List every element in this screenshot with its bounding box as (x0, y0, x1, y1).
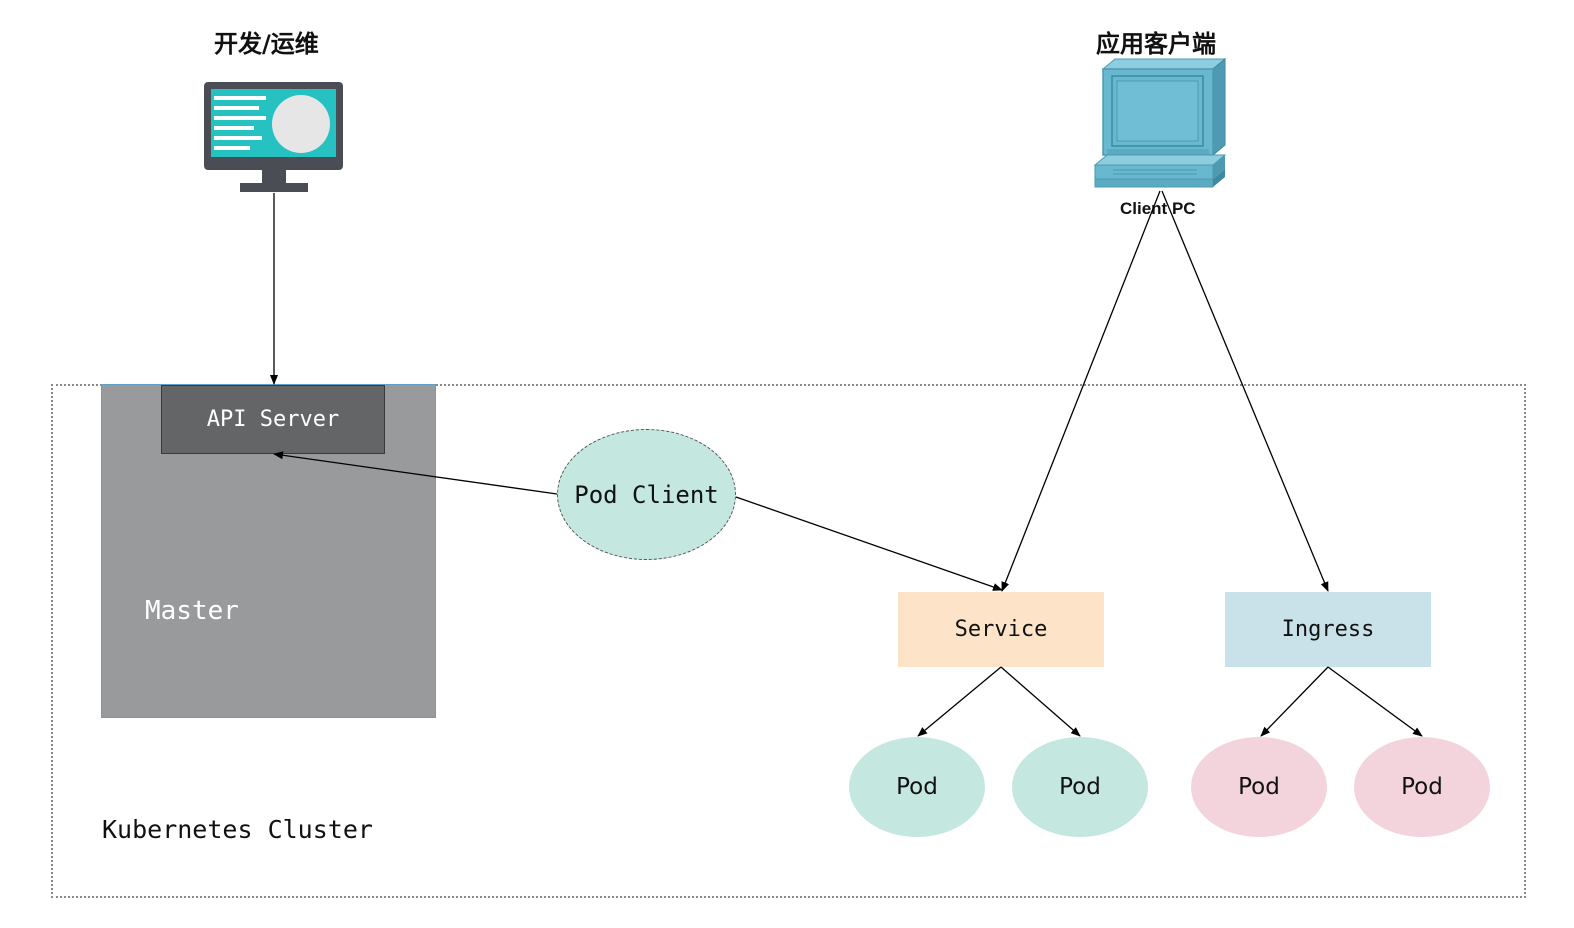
monitor-icon[interactable] (203, 81, 345, 193)
pod-client-node[interactable]: Pod Client (557, 429, 736, 560)
edge-clientpc-to-ingress (1161, 190, 1329, 592)
pod-ingress-1[interactable]: Pod (1191, 737, 1327, 837)
pod-label: Pod (1401, 774, 1443, 800)
dev-ops-title: 开发/运维 (214, 30, 319, 58)
pod-service-1[interactable]: Pod (849, 737, 985, 837)
edge-podclient-to-api-server (273, 451, 558, 495)
app-client-title: 应用客户端 (1096, 30, 1216, 58)
service-box[interactable]: Service (898, 592, 1104, 667)
edge-clientpc-to-service (1001, 190, 1161, 592)
pod-service-2[interactable]: Pod (1012, 737, 1148, 837)
edge-ingress-to-pod-1 (1260, 666, 1329, 737)
cluster-boundary (51, 384, 1526, 898)
pod-ingress-2[interactable]: Pod (1354, 737, 1490, 837)
pod-label: Pod (1059, 774, 1101, 800)
ingress-label: Ingress (1281, 617, 1375, 642)
edge-service-to-pod-1 (917, 666, 1002, 737)
client-pc-label: Client PC (1120, 199, 1196, 218)
ingress-box[interactable]: Ingress (1225, 592, 1431, 667)
master-label: Master (145, 596, 239, 626)
client-pc-icon[interactable] (1093, 57, 1227, 191)
pod-client-label: Pod Client (574, 480, 719, 509)
edge-service-to-pod-2 (1000, 666, 1081, 737)
service-label: Service (954, 617, 1048, 642)
api-server-label: API Server (206, 407, 340, 432)
cluster-label: Kubernetes Cluster (102, 815, 373, 844)
pod-label: Pod (1238, 774, 1280, 800)
edge-ingress-to-pod-2 (1327, 666, 1423, 737)
pod-label: Pod (896, 774, 938, 800)
api-server-box[interactable]: API Server (161, 385, 385, 454)
edge-podclient-to-service (735, 496, 1003, 591)
